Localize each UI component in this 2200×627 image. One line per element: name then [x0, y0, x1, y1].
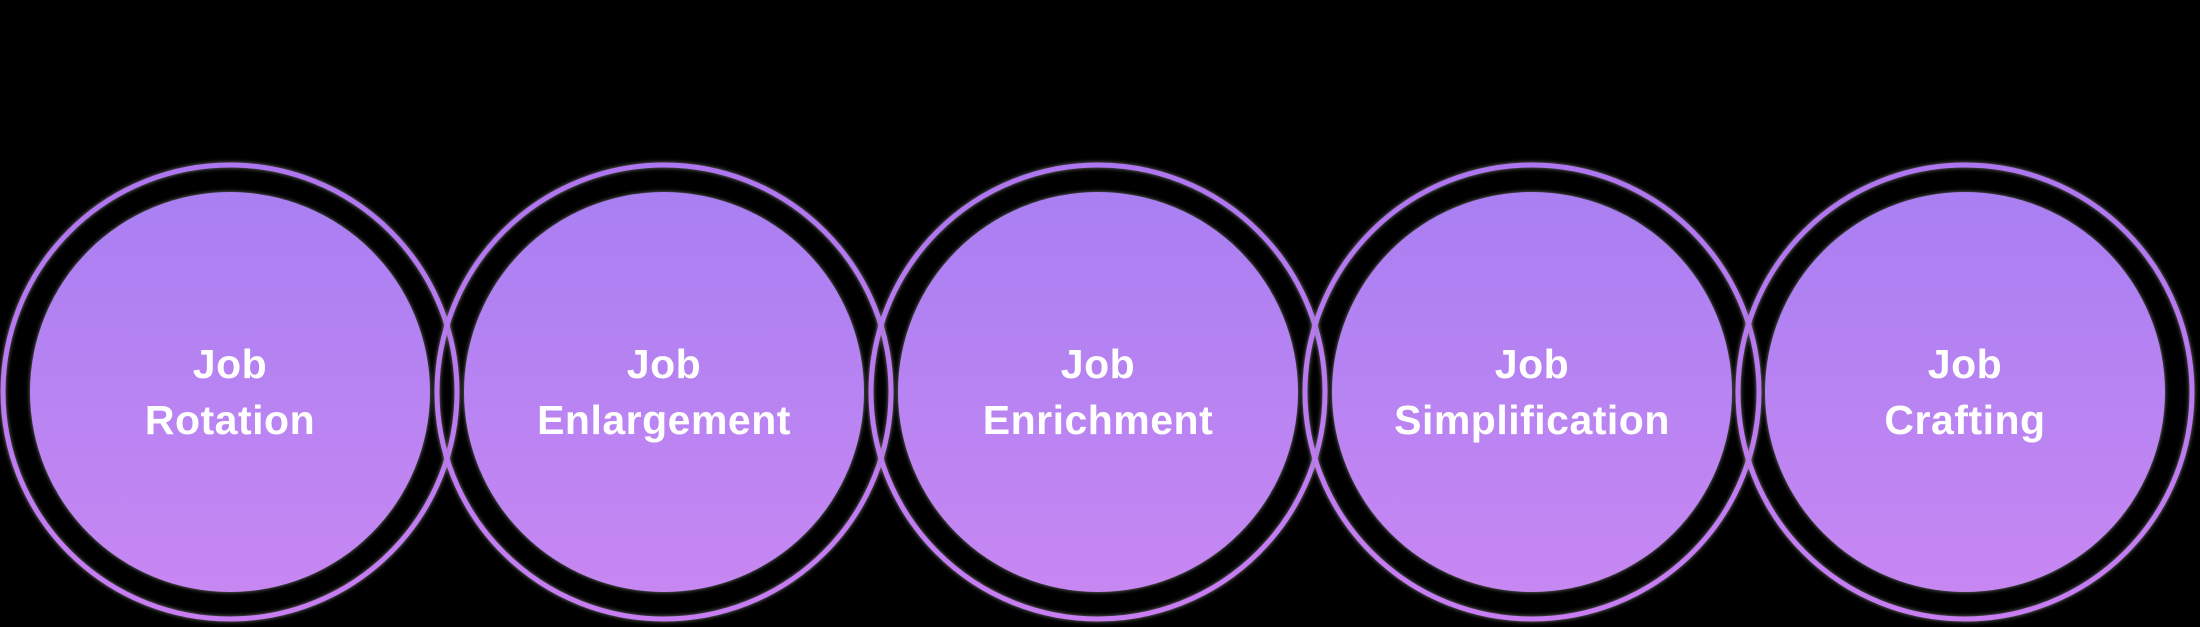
circle-job-simplification: Job Simplification	[1300, 160, 1764, 624]
circle-label: Job Simplification	[1300, 160, 1764, 624]
circle-job-enlargement: Job Enlargement	[432, 160, 896, 624]
circle-label: Job Crafting	[1733, 160, 2197, 624]
circle-job-crafting: Job Crafting	[1733, 160, 2197, 624]
circle-label-line1: Job	[1060, 341, 1136, 387]
circle-graphic	[434, 162, 894, 622]
circle-graphic	[1302, 162, 1762, 622]
outer-ring	[868, 162, 1328, 622]
circle-label-line1: Job	[626, 341, 702, 387]
circle-label-line1: Job	[192, 341, 268, 387]
circle-job-enrichment: Job Enrichment	[866, 160, 1330, 624]
circle-label: Job Rotation	[0, 160, 462, 624]
circle-label-line2: Simplification	[1394, 397, 1670, 443]
inner-disc	[898, 192, 1298, 592]
circle-label-line2: Rotation	[144, 397, 316, 443]
inner-disc	[30, 192, 430, 592]
circle-graphic	[1735, 162, 2195, 622]
circle-label-line2: Enlargement	[537, 397, 791, 443]
circle-graphic	[868, 162, 1328, 622]
inner-disc	[1765, 192, 2165, 592]
outer-ring	[0, 162, 460, 622]
circle-label: Job Enlargement	[432, 160, 896, 624]
circle-label-line2: Enrichment	[982, 397, 1214, 443]
circle-label: Job Enrichment	[866, 160, 1330, 624]
circle-job-rotation: Job Rotation	[0, 160, 462, 624]
inner-disc	[464, 192, 864, 592]
outer-ring	[1735, 162, 2195, 622]
circle-label-line1: Job	[1927, 341, 2003, 387]
circle-graphic	[0, 162, 460, 622]
circle-label-line2: Crafting	[1884, 397, 2046, 443]
inner-disc	[1332, 192, 1732, 592]
outer-ring	[434, 162, 894, 622]
outer-ring	[1302, 162, 1762, 622]
circle-label-line1: Job	[1494, 341, 1570, 387]
